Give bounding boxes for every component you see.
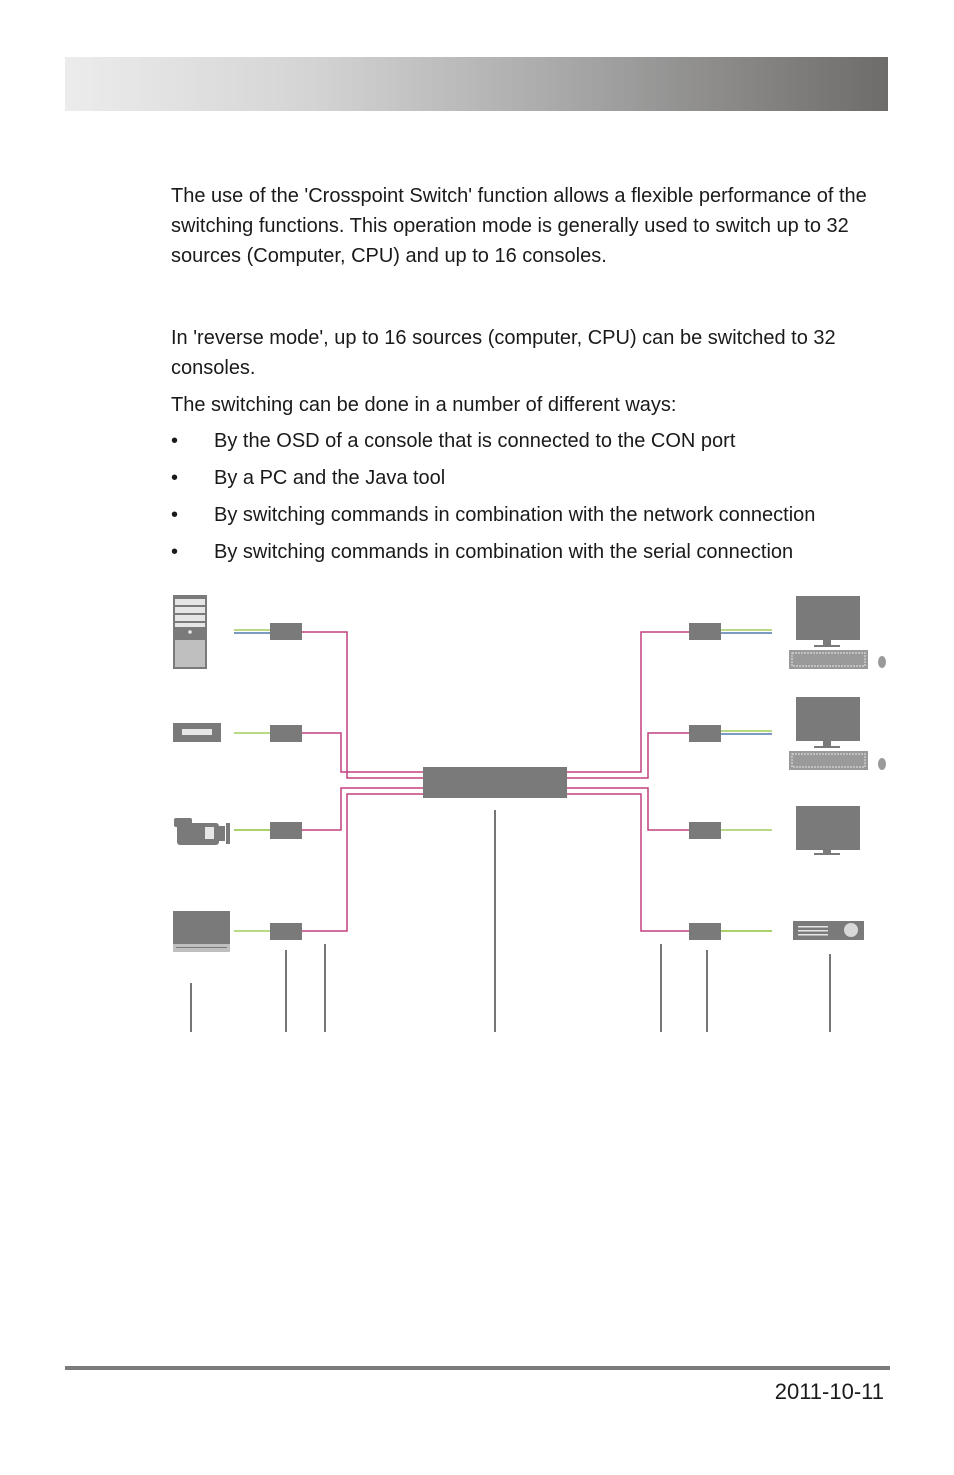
bullet-icon: • [171, 504, 179, 526]
footer-date: 2011-10-11 [774, 1379, 884, 1404]
bullet-icon: • [171, 467, 179, 489]
laptop-icon [173, 911, 230, 952]
video-camera-icon [174, 818, 230, 845]
bullet-icon: • [171, 430, 179, 452]
left-extender-modules [270, 623, 302, 940]
list-item-text: By a PC and the Java tool [214, 467, 446, 489]
reverse-mode-paragraph: In 'reverse mode', up to 16 sources (com… [171, 327, 836, 379]
monitor-icon [796, 806, 860, 855]
workstation-monitor-keyboard-icon [789, 697, 886, 770]
list-item: • By a PC and the Java tool [171, 463, 886, 500]
list-item-text: By the OSD of a console that is connecte… [214, 430, 736, 452]
pink-cables [302, 631, 689, 932]
extender-module [270, 923, 302, 940]
list-item-text: By switching commands in combination wit… [214, 504, 816, 526]
header-bar [65, 57, 888, 111]
intro-paragraph: The use of the 'Crosspoint Switch' funct… [171, 185, 867, 267]
crosspoint-switch-unit [423, 767, 567, 798]
right-extender-modules [689, 623, 721, 940]
extender-module [689, 822, 721, 839]
list-item: • By switching commands in combination wi… [171, 500, 886, 537]
callout-lines [190, 810, 831, 1032]
extender-module [689, 923, 721, 940]
extender-module [270, 623, 302, 640]
crosspoint-switch-diagram [173, 595, 886, 1032]
switching-methods-list: • By the OSD of a console that is connect… [171, 426, 886, 574]
extender-module [270, 822, 302, 839]
list-item: • By the OSD of a console that is connect… [171, 426, 886, 463]
extender-module [270, 725, 302, 742]
switching-ways-paragraph: The switching can be done in a number of… [171, 394, 677, 416]
projector-icon [793, 921, 864, 940]
extender-module [689, 623, 721, 640]
list-item-text: By switching commands in combination wit… [214, 541, 794, 563]
extender-module [689, 725, 721, 742]
device-cables [234, 629, 772, 932]
tower-computer-icon [173, 595, 207, 669]
footer-rule [65, 1366, 890, 1370]
set-top-box-icon [173, 723, 221, 742]
workstation-monitor-keyboard-icon [789, 596, 886, 669]
list-item: • By switching commands in combination wi… [171, 537, 886, 574]
bullet-icon: • [171, 541, 179, 563]
